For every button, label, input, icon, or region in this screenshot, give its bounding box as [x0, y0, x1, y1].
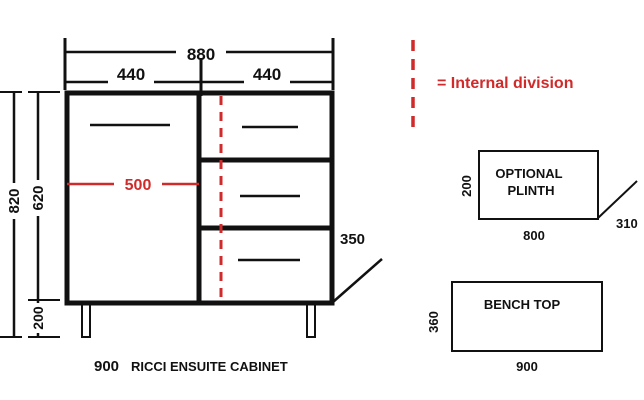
left-width-label-bg — [108, 64, 154, 84]
plinth-height-label: 200 — [459, 175, 474, 197]
overall-height-label-bg — [4, 183, 24, 219]
plinth-label-line2: PLINTH — [508, 183, 555, 198]
overall-width-label-bg — [176, 42, 226, 62]
caption-size: 900 — [94, 358, 119, 375]
width-dimensions: 880 440 440 — [63, 38, 335, 96]
plinth-depth-line — [597, 180, 638, 219]
bench-top: BENCH TOP 900 360 — [426, 281, 603, 374]
caption-name: RICCI ENSUITE CABINET — [131, 359, 288, 374]
internal-division-legend: = Internal division — [411, 40, 573, 128]
cabinet-depth-line — [332, 258, 383, 303]
legend-label: = Internal division — [437, 75, 573, 92]
leg-height-label: 200 — [30, 306, 46, 330]
left-section-width-label: 440 — [117, 65, 145, 84]
bench-top-box — [451, 281, 603, 352]
caption: 900 RICCI ENSUITE CABINET — [94, 358, 288, 375]
bench-top-width-label: 900 — [516, 359, 538, 374]
carcass-height-label-bg — [28, 180, 48, 216]
leg-right — [306, 303, 316, 338]
bench-top-depth-label: 360 — [426, 311, 441, 333]
cabinet-body: 500 350 — [64, 90, 383, 338]
bench-top-label: BENCH TOP — [484, 297, 561, 312]
overall-height-label: 820 — [6, 188, 23, 213]
leg-left — [81, 303, 91, 338]
internal-depth-label: 500 — [125, 177, 152, 194]
right-width-label-bg — [244, 64, 290, 84]
leg-height-label-bg — [28, 303, 48, 333]
height-dimensions: 820 620 200 — [0, 91, 60, 338]
overall-width-label: 880 — [187, 45, 215, 64]
cabinet-depth-label: 350 — [340, 231, 365, 248]
plinth-width-label: 800 — [523, 228, 545, 243]
plinth-depth-label: 310 — [616, 216, 638, 231]
carcass-height-label: 620 — [30, 185, 47, 210]
optional-plinth: OPTIONAL PLINTH 800 200 310 — [459, 150, 638, 243]
plinth-label-line1: OPTIONAL — [495, 166, 562, 181]
right-section-width-label: 440 — [253, 65, 281, 84]
plinth-box — [478, 150, 599, 220]
